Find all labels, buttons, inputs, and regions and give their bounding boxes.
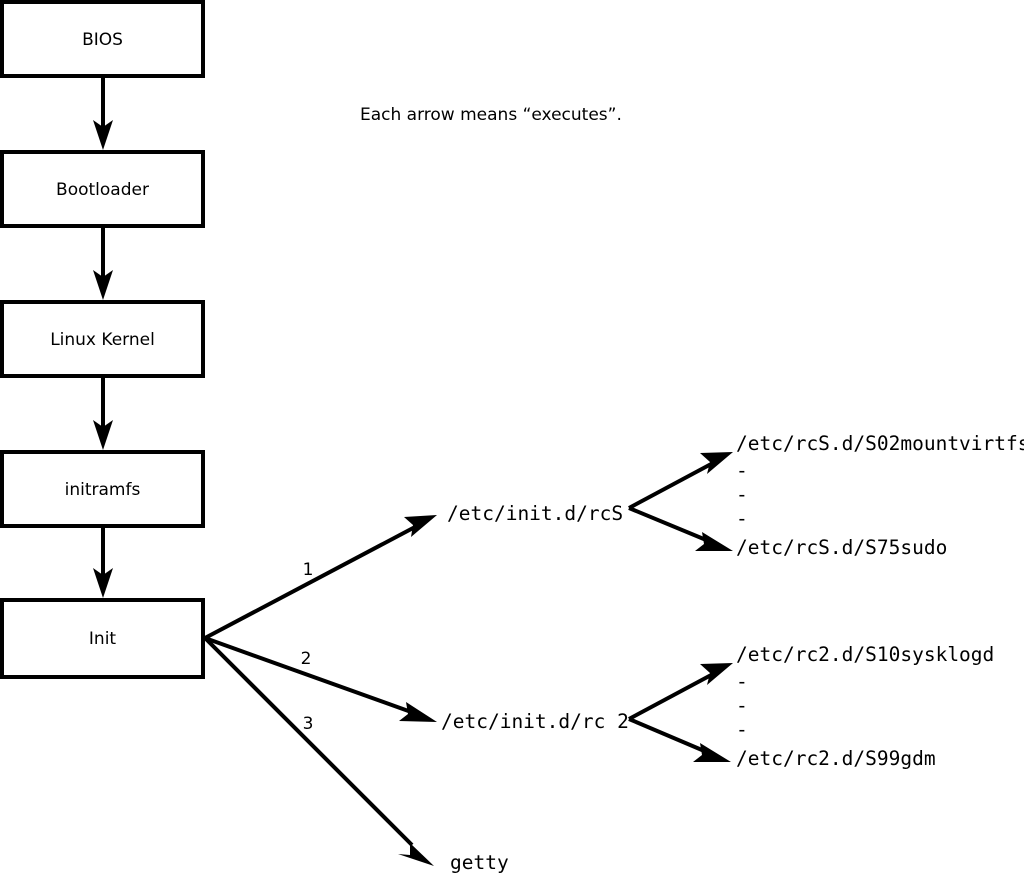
initramfs-box: [0, 450, 205, 528]
arrow-bios-to-bootloader: [93, 76, 113, 150]
rc2-ellipsis-2: -: [736, 694, 748, 717]
rcs-ellipsis-1: -: [736, 459, 748, 482]
branch-number-2: 2: [301, 649, 312, 669]
bios-box: [0, 0, 205, 78]
arrow-rcs-to-first-script: [628, 452, 733, 510]
rcs-ellipsis-2: -: [736, 483, 748, 506]
node-bios: BIOS: [0, 0, 205, 78]
arrow-kernel-to-initramfs: [93, 376, 113, 450]
node-init: Init: [0, 598, 205, 679]
branch-number-1: 1: [303, 560, 314, 580]
arrow-rc2-to-first-script: [628, 663, 733, 721]
note-text: Each arrow means “executes”.: [360, 105, 622, 125]
arrow-rc2-to-last-script: [628, 717, 731, 762]
rcs-first-script-label: /etc/rcS.d/S02mountvirtfs: [736, 432, 1024, 455]
arrow-initramfs-to-init: [93, 526, 113, 598]
arrow-init-to-rc2: [204, 636, 437, 722]
rc2-ellipsis-3: -: [736, 718, 748, 741]
arrow-init-to-getty: [203, 636, 434, 866]
target-label-rc2: /etc/init.d/rc 2: [441, 710, 629, 733]
rc2-last-script-label: /etc/rc2.d/S99gdm: [736, 747, 936, 770]
node-linux-kernel: Linux Kernel: [0, 300, 205, 378]
node-initramfs: initramfs: [0, 450, 205, 528]
branch-number-3: 3: [303, 714, 314, 734]
arrow-init-to-rcs: [204, 515, 437, 640]
rcs-ellipsis-3: -: [736, 507, 748, 530]
linux-kernel-label: Linux Kernel: [50, 330, 155, 350]
arrow-bootloader-to-kernel: [93, 226, 113, 300]
target-label-rcs: /etc/init.d/rcS: [447, 502, 623, 525]
rcs-last-script-label: /etc/rcS.d/S75sudo: [736, 536, 947, 559]
rc2-first-script-label: /etc/rc2.d/S10sysklogd: [736, 643, 994, 666]
node-bootloader: Bootloader: [0, 150, 205, 228]
initramfs-label: initramfs: [65, 480, 141, 500]
arrow-rcs-to-last-script: [628, 506, 733, 551]
bios-label: BIOS: [82, 30, 123, 50]
target-label-getty: getty: [450, 851, 509, 874]
bootloader-label: Bootloader: [56, 180, 149, 200]
init-box: [0, 598, 205, 679]
rc2-ellipsis-1: -: [736, 670, 748, 693]
init-label: Init: [89, 629, 117, 649]
